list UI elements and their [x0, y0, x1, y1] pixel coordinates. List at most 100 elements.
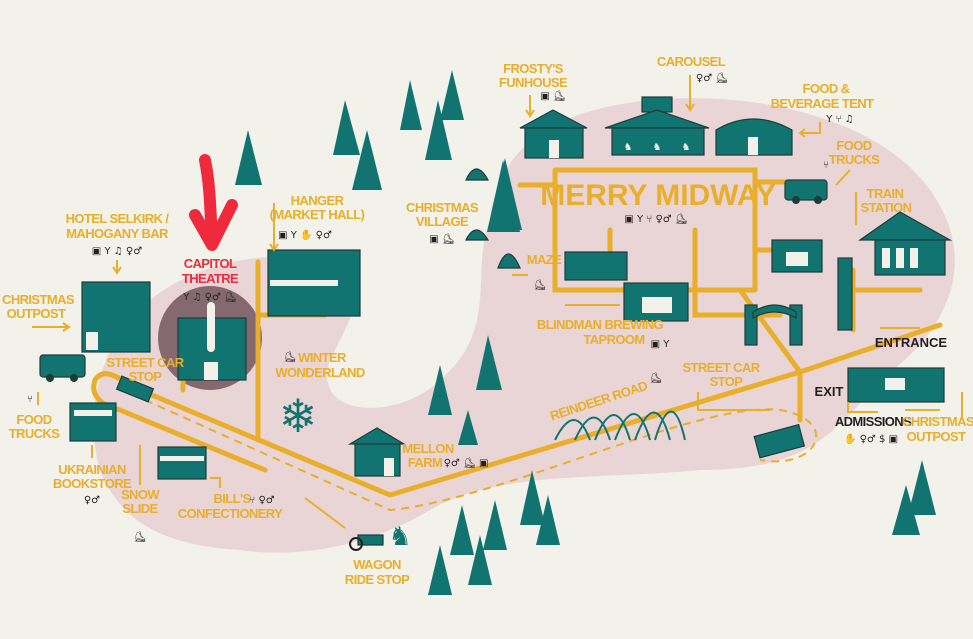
label-line: STATION — [861, 200, 912, 215]
mellon-farm-house — [347, 427, 407, 477]
svg-text:❄: ❄ — [279, 389, 318, 443]
label-hotel-selkirk[interactable]: HOTEL SELKIRK /MAHOGANY BAR▣ Y ♫ ♀♂ — [66, 211, 170, 257]
label-line: EXIT — [815, 384, 844, 399]
label-line: BLINDMAN BREWING — [537, 317, 664, 332]
gift-icon: ▣ — [651, 339, 664, 350]
sleigh-icon: ⛸ — [715, 72, 728, 84]
restroom-icon: ♀♂ — [126, 246, 142, 257]
sleigh-icon: ⛸ — [284, 351, 297, 363]
restroom-icon: ♀♂ — [205, 292, 224, 303]
restroom-icon: ♀♂ — [696, 73, 715, 84]
label-line: BILL'S — [213, 491, 251, 506]
label-line: THEATRE — [182, 271, 239, 286]
label-line: FARM — [408, 455, 442, 470]
wagon-ride: ♞ — [349, 522, 412, 552]
svg-text:♞: ♞ — [653, 142, 662, 153]
svg-text:♞: ♞ — [682, 142, 691, 153]
label-admissions[interactable]: ADMISSIONS✋ ♀♂ $ ▣ — [835, 414, 913, 445]
label-line: ENTRANCE — [875, 335, 948, 350]
amenity-icons: ▣ Y ✋ ♀♂ — [278, 228, 332, 241]
amenity-icons: ▣ Y ♫ ♀♂ — [92, 246, 142, 257]
label-line: (MARKET HALL) — [270, 207, 365, 222]
label-line: SLIDE — [122, 501, 158, 516]
sleigh-icon: ⛸ — [553, 90, 566, 102]
label-line: OUTPOST — [907, 429, 966, 444]
amenity-icons: ⛸ — [134, 531, 147, 543]
sleigh-icon: ⛸ — [224, 291, 237, 303]
music-icon: ♫ — [845, 114, 854, 125]
label-line: TRAIN — [867, 186, 904, 201]
restroom-icon: ♀♂ — [655, 214, 674, 225]
label-line: CHRISTMAS — [902, 414, 973, 429]
admissions-building — [847, 367, 945, 403]
amenity-icons: ▣ ⛸ — [540, 90, 565, 102]
food-icon: ⑂ — [836, 114, 845, 125]
frosty-funhouse-building — [519, 109, 588, 159]
taproom-building — [623, 282, 689, 322]
label-line: TAPROOM — [583, 332, 644, 347]
music-icon: ♫ — [192, 292, 204, 303]
label-line: TRUCKS — [829, 152, 880, 167]
food-icon: ⑂ — [27, 394, 33, 405]
cocktail-icon: Y — [825, 114, 835, 125]
train-station-building — [858, 211, 953, 276]
cocktail-icon: Y — [290, 230, 300, 241]
music-icon: ♫ — [114, 246, 126, 257]
mitten-icon: ✋ — [844, 432, 860, 445]
label-line: UKRAINIAN — [58, 462, 126, 477]
gift-icon: ▣ — [540, 91, 553, 102]
cocktail-icon: Y — [662, 339, 670, 350]
streetcar-right — [753, 423, 806, 459]
amenity-icons: ✋ ♀♂ $ ▣ — [844, 432, 898, 445]
maze-building — [564, 251, 628, 281]
gift-icon: ▣ — [624, 214, 637, 225]
capitol-theatre-building — [177, 302, 247, 381]
label-line: STREET CAR — [682, 360, 760, 375]
label-maze[interactable]: MAZE⛸ — [527, 252, 563, 291]
park-area — [93, 98, 955, 553]
label-hanger[interactable]: HANGER(MARKET HALL)▣ Y ✋ ♀♂ — [270, 193, 366, 241]
label-line: RIDE STOP — [345, 572, 410, 587]
label-line: WAGON — [353, 557, 401, 572]
cocktail-icon: Y — [182, 292, 192, 303]
label-carousel[interactable]: CAROUSEL♀♂ ⛸ — [657, 54, 728, 84]
label-line: STREET CAR — [106, 355, 184, 370]
amenity-icons: ▣ ⛸ — [429, 233, 454, 245]
label-exit[interactable]: EXIT — [815, 384, 844, 399]
sleigh-icon: ⛸ — [675, 213, 688, 225]
food-truck-right — [784, 179, 828, 204]
amenity-icons: ♀♂ ⛸ ▣ — [444, 457, 489, 469]
dollar-icon: $ — [879, 434, 889, 445]
label-line: FOOD — [16, 412, 51, 427]
restroom-icon: ♀♂ — [444, 458, 463, 469]
amenity-icons: ⑂ ♀♂ — [249, 495, 275, 506]
beverage-tent-building — [715, 118, 793, 156]
cocktail-icon: Y — [636, 214, 646, 225]
label-line: WINTER — [298, 350, 347, 365]
amenity-icons: ⛸ — [534, 279, 547, 291]
expedition-gate — [744, 304, 803, 346]
label-entrance[interactable]: ENTRANCE — [875, 335, 948, 350]
label-line: FOOD — [836, 138, 871, 153]
label-line: FUNHOUSE — [499, 75, 568, 90]
hotel-selkirk-building — [81, 281, 151, 353]
